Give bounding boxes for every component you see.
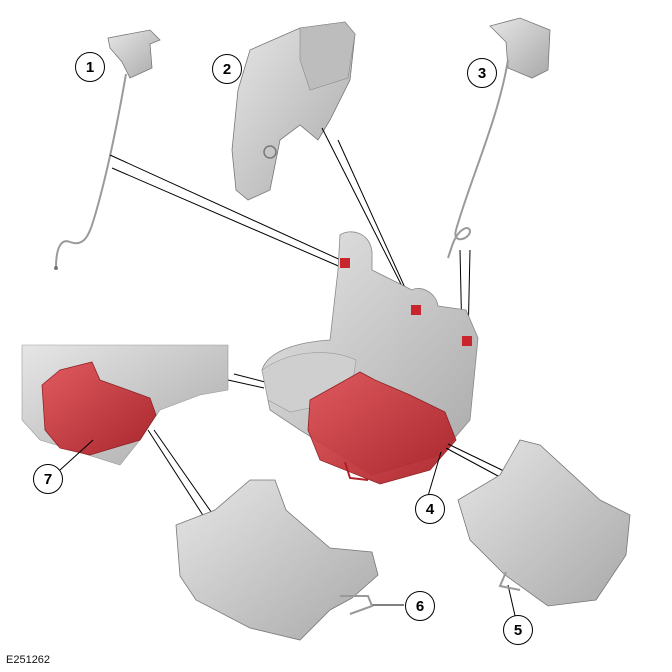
part-5-right-cushion-frame[interactable] bbox=[457, 439, 631, 607]
callout-2[interactable]: 2 bbox=[212, 54, 242, 84]
part-4-highlighted-frame[interactable] bbox=[307, 371, 457, 485]
callout-4[interactable]: 4 bbox=[415, 494, 445, 524]
part-1-left-latch[interactable] bbox=[54, 29, 161, 270]
callout-3[interactable]: 3 bbox=[467, 58, 497, 88]
callout-6[interactable]: 6 bbox=[405, 591, 435, 621]
callout-1[interactable]: 1 bbox=[75, 52, 105, 82]
leader-lines bbox=[109, 127, 471, 389]
latch-markers bbox=[340, 258, 472, 346]
leader-lines-lower bbox=[59, 429, 517, 621]
part-6-left-cushion-frame[interactable] bbox=[175, 479, 379, 641]
part-7-highlighted-frame[interactable] bbox=[41, 361, 157, 456]
callout-7[interactable]: 7 bbox=[33, 464, 63, 494]
part-3-right-latch[interactable] bbox=[447, 17, 551, 259]
callout-5[interactable]: 5 bbox=[503, 615, 533, 645]
figure-id-label: E251262 bbox=[6, 654, 51, 666]
part-2-center-latch-bracket[interactable] bbox=[231, 21, 356, 201]
